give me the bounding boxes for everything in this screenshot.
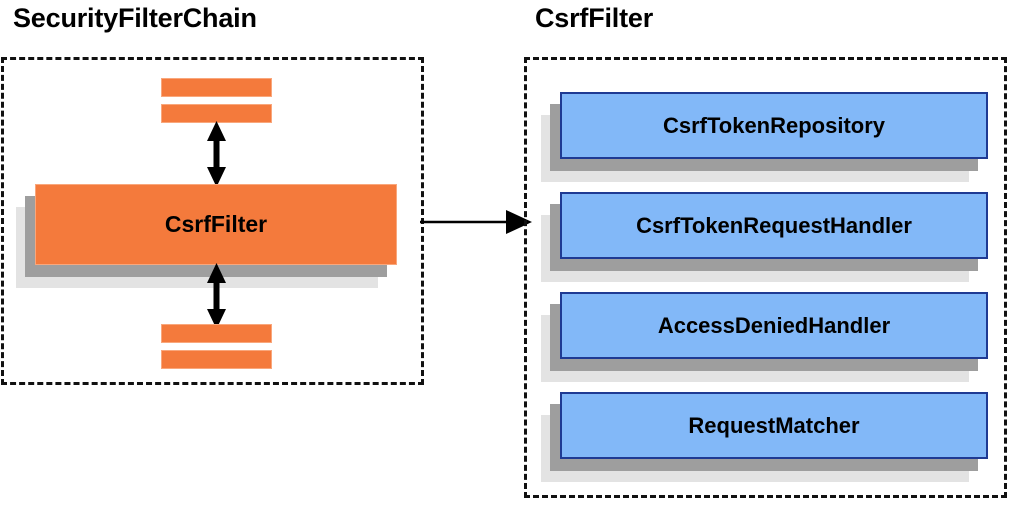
right-panel-title: CsrfFilter xyxy=(535,3,654,33)
left-panel-title: SecurityFilterChain xyxy=(13,3,257,33)
bidirectional-arrow-below xyxy=(205,263,228,329)
collaborator-face: CsrfTokenRepository xyxy=(560,92,988,159)
csrffilter-expansion-arrow xyxy=(420,210,532,234)
collaborator-label: RequestMatcher xyxy=(688,412,860,438)
filter-bar-below-1 xyxy=(161,324,272,343)
collaborator-face: CsrfTokenRequestHandler xyxy=(560,192,988,259)
collaborator-block-csrftokenrepository[interactable]: CsrfTokenRepository xyxy=(541,92,988,182)
bidirectional-arrow-above xyxy=(205,121,228,187)
collaborator-face: AccessDeniedHandler xyxy=(560,292,988,359)
collaborator-label: CsrfTokenRequestHandler xyxy=(636,212,912,238)
filter-bar-below-2 xyxy=(161,350,272,369)
csrffilter-label: CsrfFilter xyxy=(164,211,268,237)
collaborator-block-requestmatcher[interactable]: RequestMatcher xyxy=(541,392,988,482)
csrffilter-detail-container xyxy=(524,57,1007,498)
collaborator-block-csrftokenrequesthandler[interactable]: CsrfTokenRequestHandler xyxy=(541,192,988,282)
collaborator-label: AccessDeniedHandler xyxy=(657,312,891,338)
collaborator-label: CsrfTokenRepository xyxy=(662,112,886,138)
collaborator-face: RequestMatcher xyxy=(560,392,988,459)
collaborator-block-accessdeniedhandler[interactable]: AccessDeniedHandler xyxy=(541,292,988,382)
csrffilter-block[interactable]: CsrfFilter xyxy=(16,184,397,288)
csrffilter-face: CsrfFilter xyxy=(35,184,397,265)
filter-bar-above-1 xyxy=(161,78,272,97)
